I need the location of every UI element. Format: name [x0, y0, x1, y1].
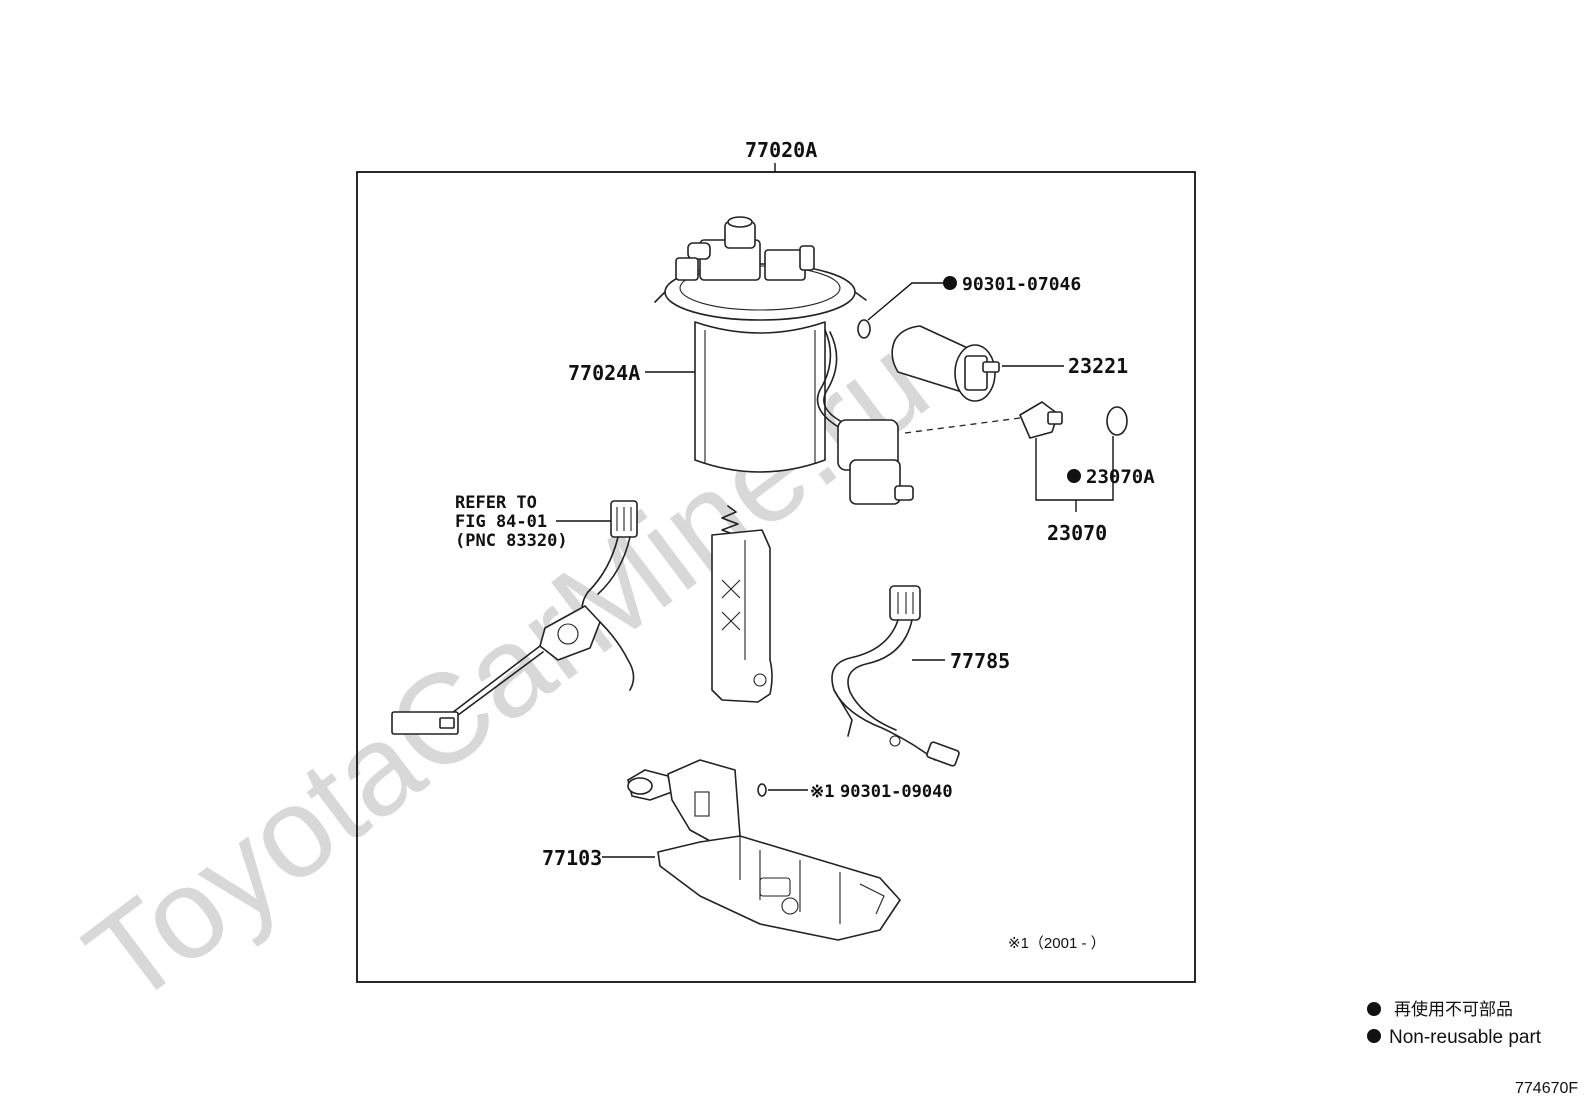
non-reusable-marker-filter	[1067, 469, 1081, 483]
sender-gauge-drawing	[391, 500, 638, 735]
o-ring-2-drawing	[757, 783, 767, 797]
label-filter-set: 23070A	[1086, 466, 1155, 488]
label-wire: 77785	[950, 649, 1010, 673]
label-o-ring-2-prefix: ※1	[810, 782, 834, 802]
legend-jp: 再使用不可部品	[1394, 999, 1513, 1019]
footnote: ※1（2001 - ）	[1008, 935, 1106, 952]
guide-spring-drawing	[711, 505, 773, 703]
assembly-dashed-line	[904, 417, 1021, 434]
assembly-frame	[356, 171, 1196, 983]
filter-gasket-drawing	[1106, 406, 1128, 436]
legend-en: Non-reusable part	[1389, 1027, 1542, 1048]
pump-module-drawing	[654, 216, 914, 505]
o-ring-drawing	[857, 319, 871, 339]
label-fuel-pump: 23221	[1068, 354, 1128, 378]
leader-filter-group	[1035, 436, 1114, 501]
label-assembly: 77020A	[745, 138, 817, 162]
fuel-pump-drawing	[891, 325, 1000, 402]
bracket-drawing	[627, 759, 901, 941]
refer-line1: REFER TO	[455, 493, 537, 513]
label-o-ring: 90301-07046	[962, 274, 1081, 295]
legend-marker-en	[1367, 1029, 1381, 1043]
label-filter-group: 23070	[1047, 521, 1107, 545]
label-bracket: 77103	[542, 846, 602, 870]
figure-id: 774670F	[1515, 1080, 1578, 1097]
non-reusable-marker-o-ring	[943, 276, 957, 290]
label-o-ring-2: 90301-09040	[840, 782, 953, 802]
filter-drawing	[1019, 401, 1063, 439]
refer-line3: (PNC 83320)	[455, 531, 568, 551]
wire-harness-drawing	[831, 585, 960, 767]
leader-o-ring	[867, 282, 944, 321]
refer-line2: FIG 84-01	[455, 512, 547, 532]
label-sub-assembly: 77024A	[568, 361, 640, 385]
legend-marker-jp	[1367, 1002, 1381, 1016]
